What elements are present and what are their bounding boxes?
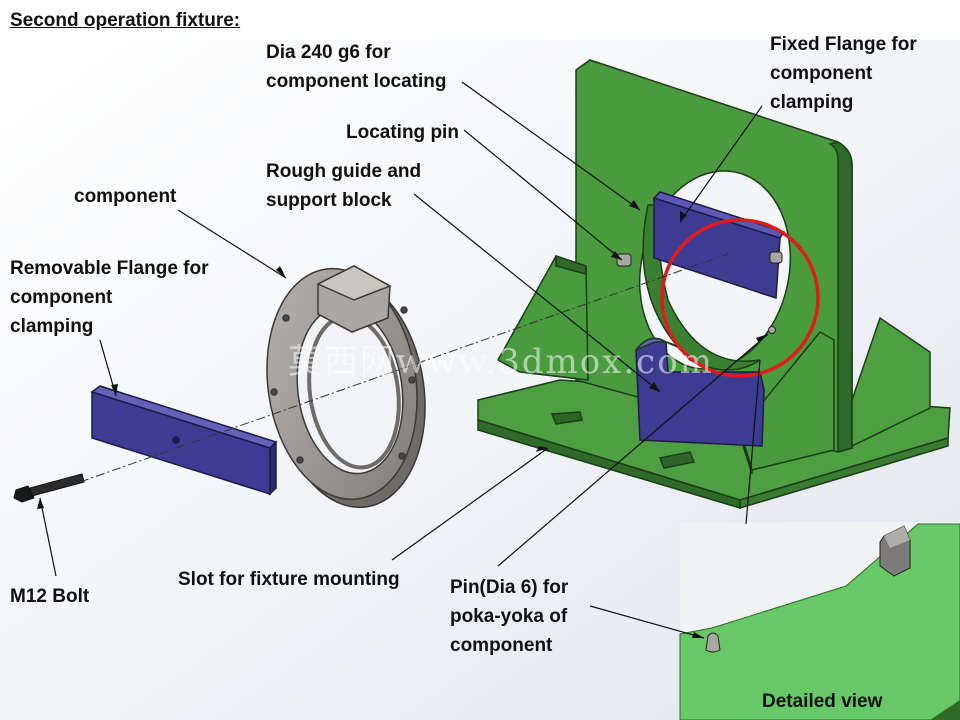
label-line: component	[10, 287, 113, 308]
m12-bolt	[13, 473, 85, 503]
fixture-body	[477, 59, 951, 510]
leaders	[39, 81, 769, 639]
leader-dia240	[461, 81, 641, 211]
label-line: clamping	[770, 92, 854, 113]
pins	[616, 251, 783, 334]
base-plate-side	[739, 436, 949, 510]
label-line: Rough guide and	[266, 161, 422, 182]
ring-hole	[400, 306, 408, 314]
leader-fixed-flange	[679, 105, 763, 223]
label-removable-flange: Removable Flange for component clamping	[10, 254, 209, 341]
leader-detail-link	[745, 359, 761, 525]
back-plate-edge	[827, 141, 853, 453]
label-detailed-view: Detailed view	[762, 691, 883, 712]
label-pin-dia6: Pin(Dia 6) for poka-yoka of component	[450, 573, 568, 660]
ring-hole	[282, 314, 290, 322]
label-line: component locating	[266, 71, 447, 92]
label-line: Dia 240 g6 for	[266, 42, 391, 63]
leader-slot	[391, 447, 549, 561]
label-dia-240: Dia 240 g6 for component locating	[266, 38, 447, 96]
locating-pin	[616, 253, 632, 267]
label-line: Pin(Dia 6) for	[450, 577, 569, 598]
leader-locating-pin	[463, 129, 623, 261]
mounting-slot-right	[658, 451, 696, 469]
leader-rough-guide	[413, 193, 661, 393]
detail-nut-top	[884, 526, 910, 548]
label-rough-guide: Rough guide and support block	[266, 157, 421, 215]
label-line: support block	[266, 190, 392, 211]
label-line: poka-yoka of	[450, 606, 568, 627]
mounting-slot-front	[550, 411, 583, 425]
bolt-head	[13, 485, 35, 503]
assembly-axis	[79, 253, 729, 483]
component-ring	[266, 265, 426, 509]
page-title: Second operation fixture:	[10, 10, 241, 31]
ring-lug-top	[316, 265, 392, 301]
removable-flange-end	[269, 440, 277, 496]
leader-pin-dia6	[497, 333, 769, 567]
arrowheads	[37, 200, 768, 638]
flange-hole	[172, 436, 180, 444]
label-component: component	[74, 186, 177, 207]
detail-pin	[705, 632, 721, 653]
poka-yoke-pin	[768, 326, 776, 334]
far-right-gusset	[851, 316, 931, 448]
label-line: component	[450, 635, 553, 656]
ring-hole	[296, 456, 304, 464]
label-line: Fixed Flange for	[770, 34, 917, 55]
highlight-circle	[660, 218, 820, 378]
left-gusset-edge	[555, 254, 587, 275]
label-m12-bolt: M12 Bolt	[10, 586, 90, 607]
leader-m12	[39, 497, 57, 577]
ring-hole	[398, 452, 406, 460]
leader-pin-detail	[589, 605, 705, 639]
ring-hole	[408, 376, 416, 384]
left-gusset	[496, 255, 589, 381]
label-slot: Slot for fixture mounting	[178, 569, 400, 590]
detail-view-inset	[679, 522, 960, 720]
detail-corner	[930, 700, 960, 720]
ring-hole	[270, 388, 278, 396]
label-line: Removable Flange for	[10, 258, 209, 279]
label-line: component	[770, 63, 873, 84]
removable-flange	[90, 385, 278, 496]
label-line: clamping	[10, 316, 94, 337]
locating-pin-right	[769, 251, 783, 264]
leader-component	[177, 209, 287, 279]
label-fixed-flange: Fixed Flange for component clamping	[770, 30, 917, 117]
watermark: 莫西网www.3dmox.com	[288, 342, 714, 382]
label-locating-pin: Locating pin	[346, 122, 459, 143]
